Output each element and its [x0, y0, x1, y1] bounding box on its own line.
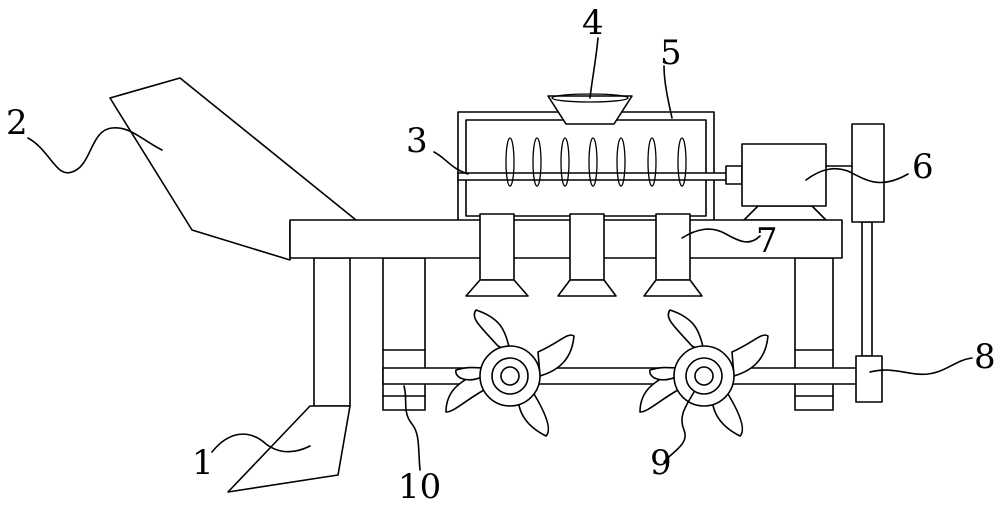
- motor-mount: [744, 206, 826, 220]
- label-2: 2: [6, 103, 28, 143]
- frame-legs: [383, 258, 833, 410]
- label-10: 10: [398, 467, 441, 506]
- discharge-pipe: [314, 258, 350, 406]
- upper-gearbox: [826, 124, 884, 222]
- label-6: 6: [912, 147, 934, 187]
- lower-axle: [383, 368, 861, 384]
- label-1: 1: [192, 443, 214, 483]
- label-5: 5: [660, 33, 682, 73]
- discharge-nozzles: [466, 214, 702, 296]
- label-9: 9: [650, 443, 672, 483]
- label-4: 4: [582, 3, 604, 43]
- mixing-tank: [458, 112, 714, 222]
- plough-share: [228, 406, 350, 492]
- label-3: 3: [406, 121, 428, 161]
- transmission-rod: [862, 222, 872, 356]
- lower-gearbox: [856, 356, 882, 402]
- label-7: 7: [756, 221, 778, 261]
- label-8: 8: [974, 337, 996, 377]
